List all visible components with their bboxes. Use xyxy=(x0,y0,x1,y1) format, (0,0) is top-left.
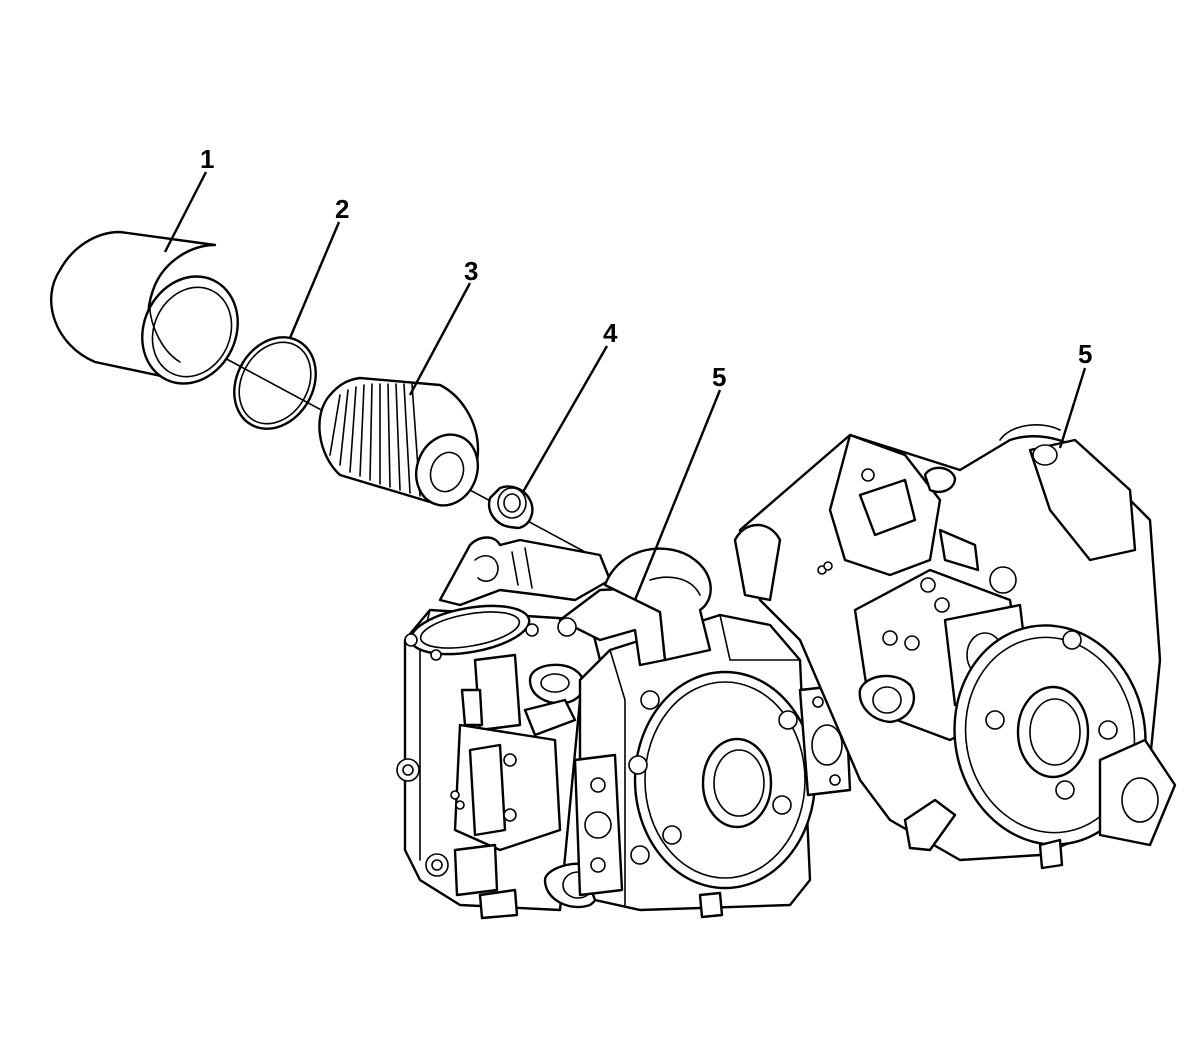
leader-5-right xyxy=(1058,367,1087,449)
callout-3: 3 xyxy=(464,256,478,286)
callout-5-right: 5 xyxy=(1078,339,1092,369)
leader-3 xyxy=(408,282,472,396)
leader-1 xyxy=(163,171,208,253)
callout-4: 4 xyxy=(603,318,618,348)
callout-1: 1 xyxy=(200,144,214,174)
hydraulic-pump-icon xyxy=(733,424,1177,870)
leader-lines xyxy=(163,171,1087,601)
filter-bowl-icon xyxy=(50,230,239,385)
filter-seal-icon xyxy=(487,485,534,530)
leader-5-left xyxy=(633,389,722,601)
callout-5-left: 5 xyxy=(712,362,726,392)
callout-labels: 1 2 3 4 5 5 xyxy=(200,144,1092,392)
callout-2: 2 xyxy=(335,194,349,224)
hydraulic-pump-icon xyxy=(396,536,852,920)
filter-element-icon xyxy=(318,376,480,507)
leader-2 xyxy=(288,221,341,339)
leader-4 xyxy=(521,345,609,493)
o-ring-icon xyxy=(233,336,317,430)
